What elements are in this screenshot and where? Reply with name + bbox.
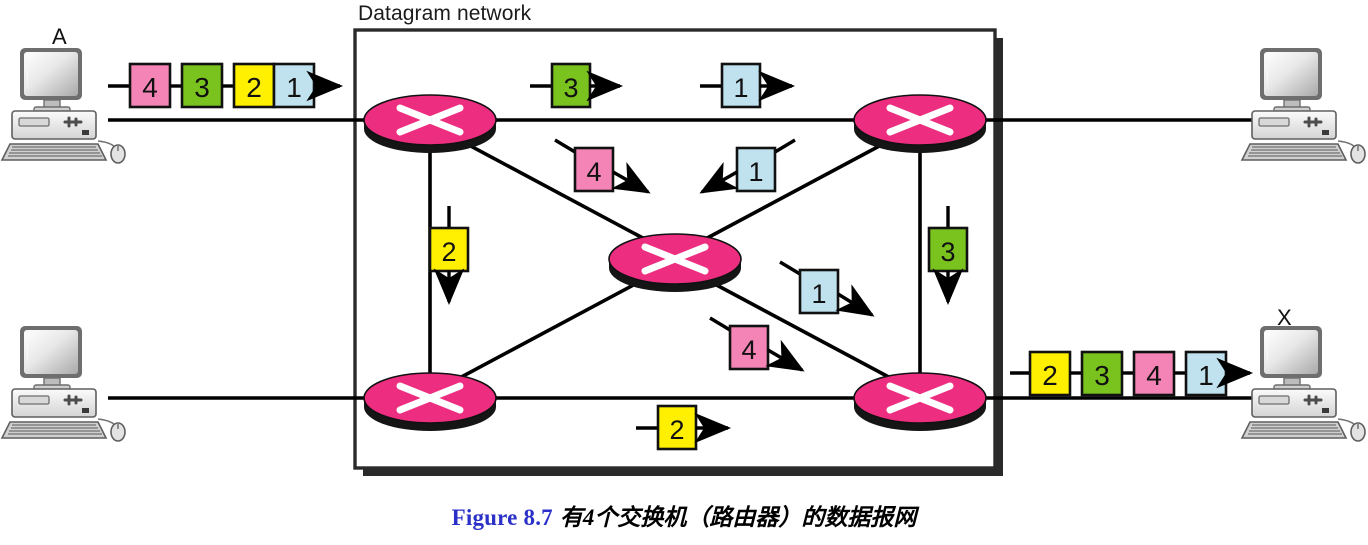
packet-top-right-1: 1 xyxy=(700,62,796,109)
link-br-center xyxy=(680,264,914,392)
packet-label: 3 xyxy=(563,73,578,103)
packet-label: 4 xyxy=(586,157,601,187)
packet-label: 1 xyxy=(286,72,302,103)
packet-bottom-2: 2 xyxy=(636,404,732,451)
packet-label: 3 xyxy=(194,72,210,103)
packet-box: 3 xyxy=(1080,350,1124,397)
packet-diag-1-in: 1 xyxy=(699,138,796,194)
packet-label: 4 xyxy=(142,72,158,103)
flow-arrow-icon xyxy=(765,339,805,372)
switch-bottom-right[interactable] xyxy=(854,373,986,431)
packet-label: 4 xyxy=(741,335,756,365)
packet-left-2: 2 xyxy=(428,206,470,306)
packet-label: 1 xyxy=(748,157,763,187)
host-label-a: A xyxy=(52,24,67,49)
host-x[interactable] xyxy=(1240,324,1367,443)
link-tr-center xyxy=(680,126,914,254)
packet-right-3: 3 xyxy=(927,206,969,306)
incoming-packet-train-x: 2 3 4 1 xyxy=(1010,350,1254,397)
packet-label: 2 xyxy=(669,415,684,445)
packet-box: 3 xyxy=(180,62,224,109)
flow-arrow-icon xyxy=(835,284,875,317)
link-bl-center xyxy=(436,264,670,392)
host-label-x: X xyxy=(1277,305,1292,330)
figure-caption-text: 有4个交换机（路由器）的数据报网 xyxy=(559,505,917,530)
switch-bottom-left[interactable] xyxy=(364,373,496,431)
packet-label: 2 xyxy=(1042,360,1058,391)
packet-box: 1 xyxy=(272,62,316,109)
packet-label: 3 xyxy=(940,237,955,267)
packet-top-left-3: 3 xyxy=(530,62,624,109)
switch-top-right[interactable] xyxy=(854,95,986,153)
packet-mid-1-out: 1 xyxy=(779,260,875,317)
packet-label: 1 xyxy=(733,73,748,103)
packet-box: 2 xyxy=(1028,350,1072,397)
packet-label: 2 xyxy=(441,237,456,267)
packet-label: 3 xyxy=(1094,360,1110,391)
packet-box: 2 xyxy=(232,62,276,109)
packet-diag-4: 4 xyxy=(554,138,651,194)
figure-number: Figure 8.7 xyxy=(451,505,553,530)
host-bottom-left[interactable] xyxy=(0,324,127,443)
host-top-right[interactable] xyxy=(1240,46,1367,165)
packet-label: 1 xyxy=(1198,360,1214,391)
packet-mid-4-out: 4 xyxy=(709,316,805,372)
packet-box: 1 xyxy=(1184,350,1228,397)
switch-top-left[interactable] xyxy=(364,95,496,153)
link-tl-center xyxy=(436,126,670,254)
network-title: Datagram network xyxy=(358,2,532,25)
network-links xyxy=(428,118,922,400)
packet-box: 4 xyxy=(128,62,172,109)
host-a[interactable] xyxy=(0,46,127,165)
flow-arrow-icon xyxy=(699,162,739,194)
outgoing-packet-train-a: 4 3 2 1 xyxy=(108,62,344,109)
flow-arrow-icon xyxy=(611,162,651,194)
packet-label: 1 xyxy=(811,279,826,309)
packet-label: 2 xyxy=(246,72,262,103)
switch-center[interactable] xyxy=(609,234,741,292)
packet-box: 4 xyxy=(1132,350,1176,397)
packet-label: 4 xyxy=(1146,360,1162,391)
